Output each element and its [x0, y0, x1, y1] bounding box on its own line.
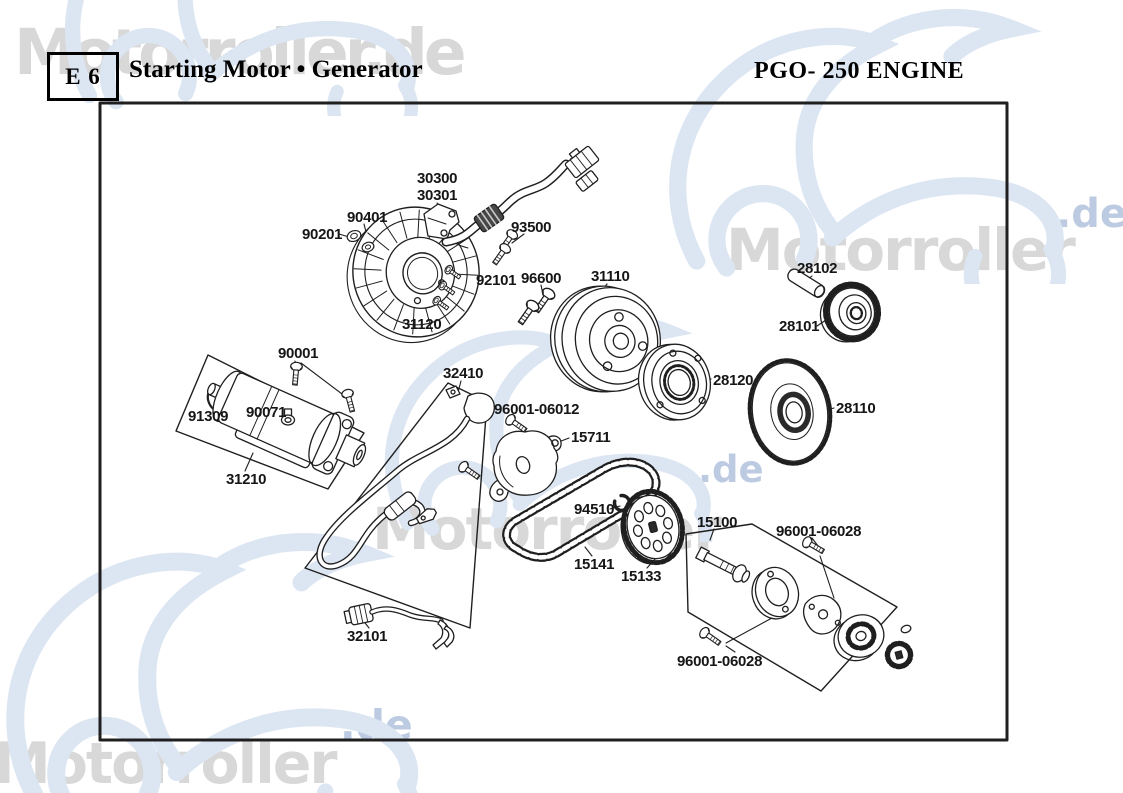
- part-label-90201: 90201: [302, 226, 342, 243]
- part-label-15100: 15100: [697, 514, 737, 531]
- part-label-28110: 28110: [836, 400, 875, 417]
- starter-motor-drawing: [206, 370, 367, 475]
- part-label-31210: 31210: [226, 471, 266, 488]
- page-code-box: E 6: [47, 52, 119, 101]
- part-label-30301: 30301: [417, 187, 457, 204]
- part-label-15133: 15133: [621, 568, 661, 585]
- part-label-28120: 28120: [713, 372, 753, 389]
- part-label-15141: 15141: [574, 556, 614, 573]
- part-label-31120: 31120: [402, 316, 441, 333]
- part-label-96001-06028-bottom: 96001-06028: [677, 653, 762, 670]
- starter-idle-gear-drawing: [819, 281, 882, 343]
- model-title: PGO- 250 ENGINE: [754, 58, 965, 84]
- page-code: E 6: [65, 63, 101, 89]
- part-label-92101: 92101: [476, 272, 516, 289]
- starter-cable-drawing: [316, 385, 495, 570]
- pickup-coil-drawing: [423, 203, 469, 249]
- part-label-96001-06028-top: 96001-06028: [776, 523, 861, 540]
- chain-cover-drawing: [489, 430, 562, 502]
- oil-pump-drawing: [695, 546, 914, 670]
- part-label-94510: 94510: [574, 501, 614, 518]
- part-label-96001-06012: 96001-06012: [494, 401, 579, 418]
- part-label-28101: 28101: [779, 318, 819, 335]
- part-label-28102: 28102: [797, 260, 837, 277]
- harness-drawing: [441, 145, 600, 247]
- part-label-90071: 90071: [246, 404, 286, 421]
- part-label-93500: 93500: [511, 219, 551, 236]
- part-label-30300: 30300: [417, 170, 457, 187]
- part-label-32101: 32101: [347, 628, 387, 645]
- page-title: Starting Motor • Generator: [129, 56, 423, 83]
- part-label-15711: 15711: [571, 429, 610, 446]
- part-label-90001: 90001: [278, 345, 318, 362]
- part-label-32410: 32410: [443, 365, 483, 382]
- part-label-91309: 91309: [188, 408, 228, 425]
- starter-driven-gear-drawing: [747, 358, 833, 466]
- part-label-90401: 90401: [347, 209, 387, 226]
- part-label-96600: 96600: [521, 270, 561, 287]
- part-label-31110: 31110: [591, 268, 630, 285]
- diagram-frame: [98, 101, 1009, 742]
